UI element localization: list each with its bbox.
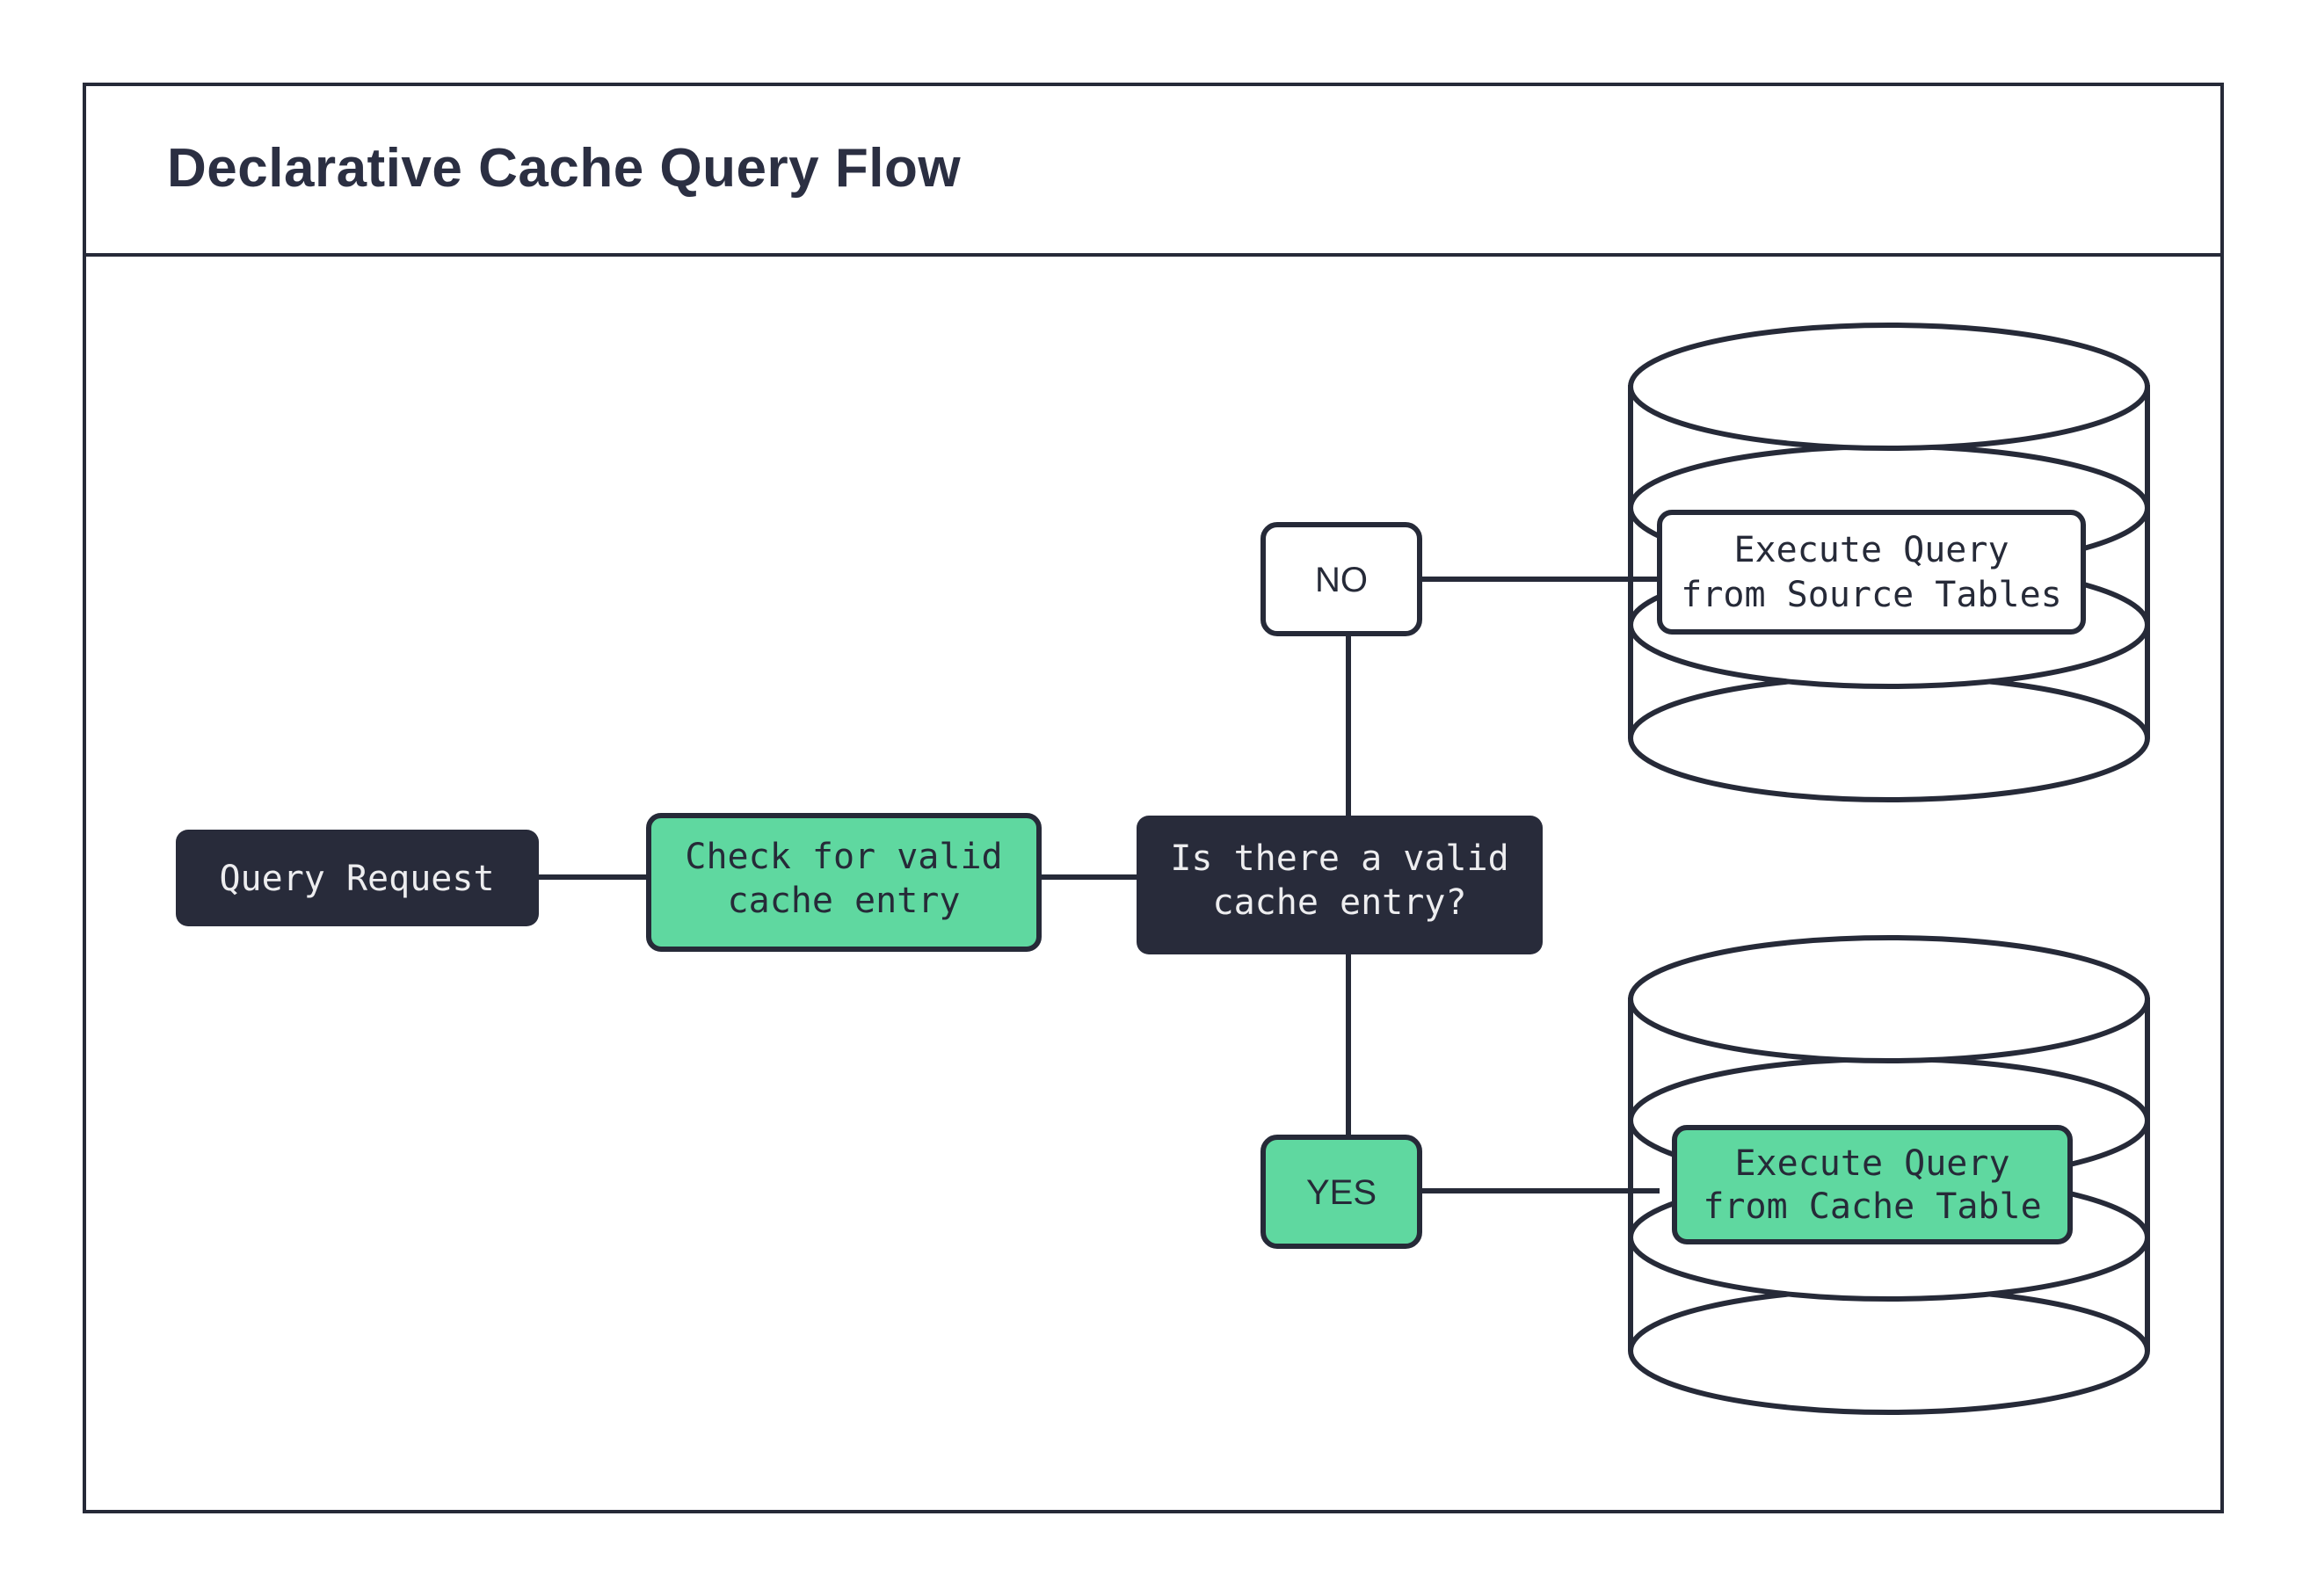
edge-label-yes-text: YES [1306, 1173, 1377, 1212]
disk-4 [1628, 1287, 2150, 1415]
node-decision-line-1: Is there a valid [1170, 838, 1508, 879]
node-source-tables-line-1: Execute Query [1733, 530, 2009, 570]
edge-label-yes-box[interactable] [1260, 1135, 1422, 1249]
node-source-tables[interactable]: Execute Query from Source Tables [1657, 510, 2086, 635]
node-source-tables-box[interactable] [1657, 510, 2086, 635]
node-cache-table-line-2: from Cache Table [1703, 1186, 2041, 1227]
node-cache-table-line-1: Execute Query [1734, 1143, 2009, 1184]
page-title: Declarative Cache Query Flow [167, 138, 961, 199]
node-query-request-label: Query Request [219, 859, 494, 899]
disk-1 [1628, 323, 2150, 451]
disk-1 [1628, 935, 2150, 1063]
node-decision[interactable]: Is there a valid cache entry? [1137, 816, 1543, 954]
edge-label-yes[interactable]: YES [1260, 1135, 1422, 1249]
disk-4 [1628, 674, 2150, 802]
node-check-cache[interactable]: Check for valid cache entry [646, 813, 1042, 952]
node-check-cache-line-1: Check for valid [685, 837, 1002, 877]
node-cache-table[interactable]: Execute Query from Cache Table [1672, 1125, 2073, 1244]
node-source-tables-line-2: from Source Tables [1681, 575, 2061, 615]
edge-label-no[interactable]: NO [1260, 522, 1422, 636]
node-cache-table-box[interactable] [1672, 1125, 2073, 1244]
node-check-cache-box[interactable] [646, 813, 1042, 952]
node-decision-line-2: cache entry? [1213, 882, 1467, 923]
node-query-request[interactable]: Query Request [176, 830, 539, 926]
node-check-cache-line-2: cache entry [728, 881, 961, 921]
edge-label-no-box[interactable] [1260, 522, 1422, 636]
node-decision-box[interactable] [1137, 816, 1543, 954]
node-query-request-box[interactable] [176, 830, 539, 926]
edge-label-no-text: NO [1315, 561, 1368, 599]
